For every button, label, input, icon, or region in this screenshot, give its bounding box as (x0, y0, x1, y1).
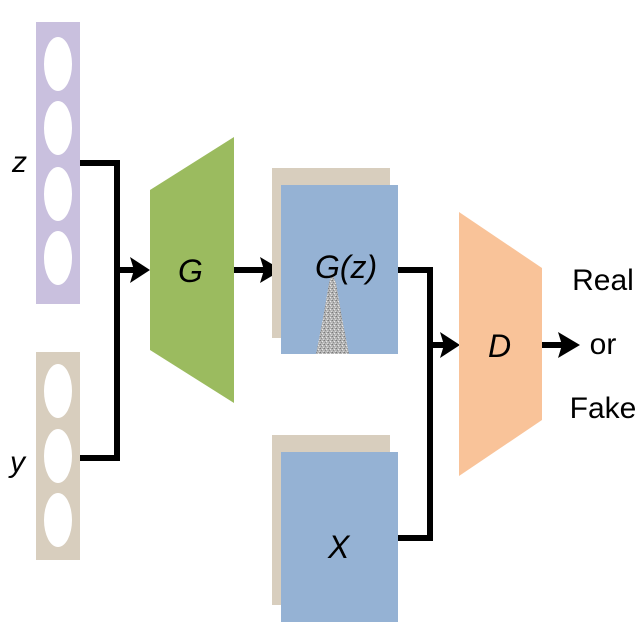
z-vector-node (44, 101, 72, 155)
generated-image-stack (272, 168, 398, 354)
y-vector-node (44, 429, 72, 483)
y-vector-node (44, 493, 72, 547)
z-vector-node (44, 37, 72, 91)
z-connector (80, 160, 120, 461)
generated-label: G(z) (315, 249, 377, 285)
output-or: or (590, 328, 617, 361)
z-vector-node (44, 167, 72, 221)
y-label: y (8, 446, 27, 479)
generator-block (150, 137, 234, 403)
generator-label: G (178, 253, 203, 289)
output-fake: Fake (570, 392, 637, 425)
d-to-output-arrowhead (558, 332, 580, 358)
gz-x-connector (398, 267, 433, 541)
discriminator-label: D (488, 328, 511, 364)
real-label: X (327, 529, 351, 565)
g-to-gz-arrowhead (260, 257, 282, 283)
input-connectors (80, 160, 134, 461)
output-real: Real (572, 264, 634, 297)
real-image-front (281, 452, 398, 622)
y-vector (36, 352, 80, 560)
discriminator-block (459, 212, 542, 476)
image-connectors (398, 267, 444, 541)
merge-to-g-arrowhead (130, 257, 150, 283)
y-vector-node (44, 364, 72, 418)
output-text: Real or Fake (570, 264, 637, 425)
z-label: z (11, 146, 27, 179)
generated-noise-sample (316, 272, 349, 354)
merge-to-d-arrowhead (440, 332, 460, 358)
real-image-stack (272, 435, 398, 622)
z-vector (36, 22, 80, 304)
z-vector-node (44, 231, 72, 285)
